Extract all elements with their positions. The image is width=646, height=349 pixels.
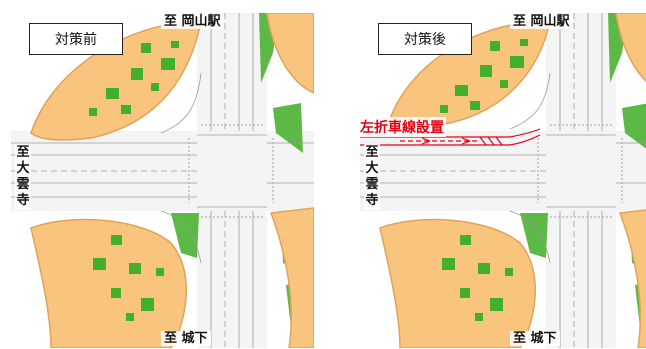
west-char: 寺 xyxy=(16,193,30,208)
panel-label: 対策前 xyxy=(29,23,123,55)
west-char: 大 xyxy=(365,161,379,176)
west-char: 雲 xyxy=(365,177,379,192)
west-char: 至 xyxy=(365,145,379,160)
west-char: 雲 xyxy=(16,177,30,192)
left-turn-lane xyxy=(360,128,541,146)
direction-south-label: 至 城下 xyxy=(161,331,211,346)
direction-north-label: 至 岡山駅 xyxy=(510,14,573,29)
panel-label: 対策後 xyxy=(378,23,472,55)
map-panel-before: 対策前 至 岡山駅 至 城下 至 大 雲 寺 xyxy=(11,13,314,348)
west-char: 寺 xyxy=(365,193,379,208)
map-panel-after: 対策後 至 岡山駅 至 城下 至 大 雲 寺 左折車線設置 xyxy=(360,13,646,348)
direction-north-label: 至 岡山駅 xyxy=(161,14,224,29)
west-char: 大 xyxy=(16,161,30,176)
intersection-plan xyxy=(11,13,314,348)
direction-west-label: 至 大 雲 寺 xyxy=(364,144,380,210)
intersection-plan xyxy=(360,13,646,348)
direction-south-label: 至 城下 xyxy=(510,331,560,346)
left-turn-lane-annotation: 左折車線設置 xyxy=(360,117,446,137)
direction-west-label: 至 大 雲 寺 xyxy=(15,144,31,210)
west-char: 至 xyxy=(16,145,30,160)
